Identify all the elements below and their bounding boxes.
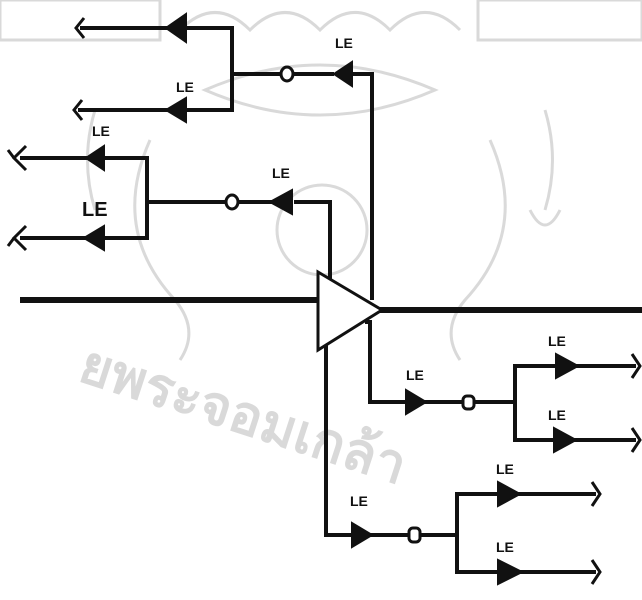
line-extender-top-riser <box>332 60 353 88</box>
end-terminal-6 <box>630 427 642 453</box>
line-extender-drop-7 <box>497 480 523 508</box>
wire-splitter-d-top-branch <box>420 492 500 537</box>
end-terminal-2 <box>72 99 84 121</box>
splitter-c <box>461 394 476 411</box>
end-terminal-5 <box>630 353 642 379</box>
wire-trunk-to-lower-amp <box>324 340 356 537</box>
line-extender-drop-5 <box>555 352 581 380</box>
wire-splitter-a-top-branch <box>182 26 282 76</box>
trunk-amplifier <box>316 269 385 353</box>
line-extender-group <box>82 12 581 586</box>
watermark-left-panel <box>0 0 162 42</box>
le-label-left-riser: LE <box>272 165 290 181</box>
end-terminal-8 <box>590 559 602 585</box>
le-label-lower-branch: LE <box>350 493 368 509</box>
line-extender-drop-4 <box>82 224 105 252</box>
le-label-drop-4: LE <box>82 199 108 221</box>
wire-splitter-b-top-branch <box>102 156 227 204</box>
watermark-right-panel <box>476 0 642 42</box>
wire-group <box>20 26 642 574</box>
wire-splitter-a-bottom-branch <box>182 72 282 112</box>
le-label-drop-8: LE <box>496 539 514 555</box>
line-extender-drop-6 <box>553 426 579 454</box>
label-group: LE LE LE LE LE LE LE LE LE LE LE <box>82 35 566 555</box>
wire-riser-to-left-amp <box>294 200 332 286</box>
terminal-group <box>6 17 642 585</box>
le-label-drop-5: LE <box>548 333 566 349</box>
wire-splitter-b-bottom-branch <box>102 200 227 240</box>
end-terminal-4 <box>6 224 28 252</box>
splitter-b <box>224 193 240 211</box>
le-label-top-riser: LE <box>335 35 353 51</box>
line-extender-drop-8 <box>497 558 525 586</box>
le-label-right-branch: LE <box>406 367 424 383</box>
wire-splitter-c-bottom-branch <box>474 400 556 442</box>
watermark-crown <box>178 11 462 33</box>
line-extender-drop-3 <box>84 144 105 172</box>
le-label-drop-3: LE <box>92 123 110 139</box>
le-label-drop-6: LE <box>548 407 566 423</box>
watermark-text: ยพระจอมเกล้า <box>72 331 415 497</box>
watermark-right-naga <box>449 139 507 361</box>
line-extender-drop-1 <box>164 12 187 44</box>
watermark-emblem <box>201 63 439 117</box>
line-extender-lower-branch <box>351 521 374 549</box>
wire-splitter-c-top-branch <box>474 364 558 404</box>
line-extender-right-branch <box>405 388 428 416</box>
splitter-group <box>224 65 476 544</box>
end-terminal-3 <box>6 144 28 172</box>
le-label-drop-7: LE <box>496 461 514 477</box>
splitter-a <box>279 65 295 83</box>
splitter-d <box>407 526 422 544</box>
riser-line <box>348 72 374 300</box>
le-label-drop-2: LE <box>176 79 194 95</box>
line-extender-drop-2 <box>164 96 187 124</box>
wire-splitter-d-bottom-branch <box>420 533 500 574</box>
watermark-right-ornament <box>528 109 562 227</box>
watermark-left-naga <box>133 139 191 361</box>
end-terminal-7 <box>590 481 602 507</box>
line-extender-left-riser <box>267 188 293 216</box>
end-terminal-1 <box>74 17 86 39</box>
wire-trunk-to-right-amp <box>365 320 408 404</box>
